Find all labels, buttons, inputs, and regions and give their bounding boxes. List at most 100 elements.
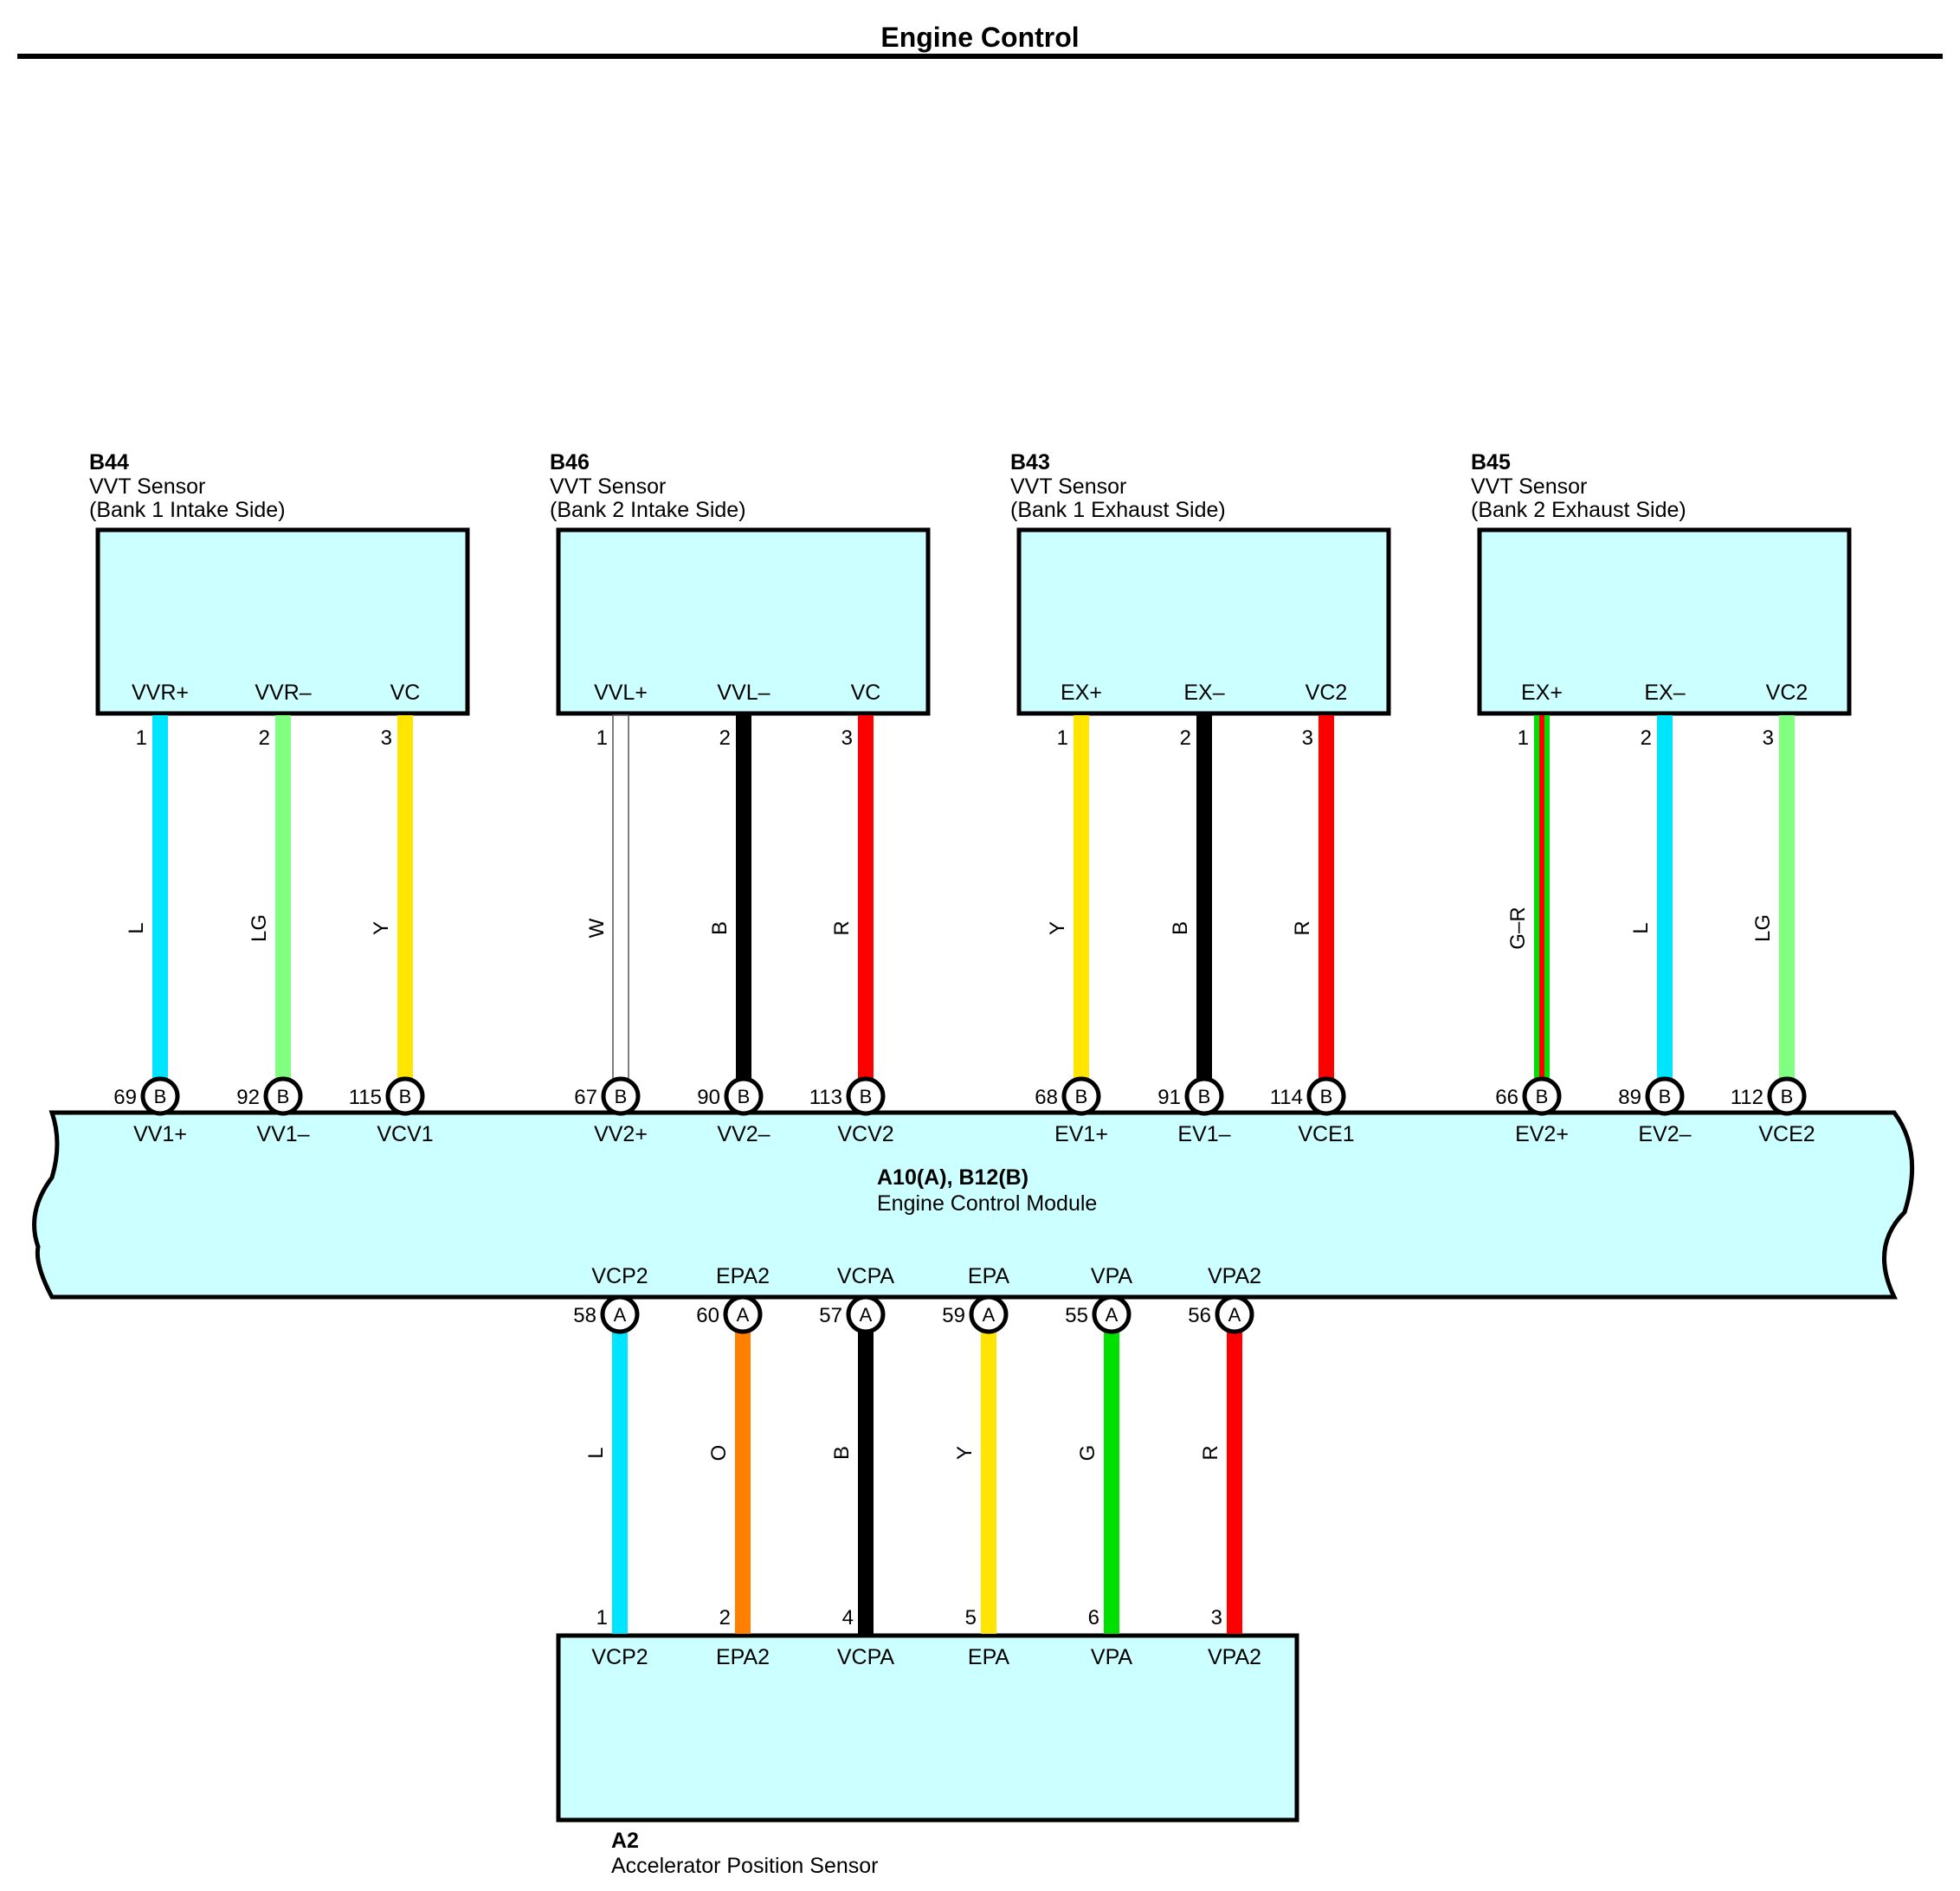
- wire-color-label: G–R: [1506, 907, 1530, 949]
- sensor-box: [95, 527, 470, 716]
- wire-vv2minus: [736, 715, 751, 1081]
- sensor-pin-number: 2: [259, 726, 270, 750]
- wire-color-label: G: [1076, 1445, 1099, 1462]
- connector-marker: [969, 1294, 1009, 1334]
- sensor-code: B46: [550, 450, 590, 474]
- connector-marker: [263, 1076, 303, 1116]
- aps-name: Accelerator Position Sensor: [611, 1854, 878, 1878]
- sensor-pin-vc2: VC2: [1306, 681, 1348, 705]
- wire-color-label: L: [125, 922, 148, 933]
- ecm-pin-number: 112: [1731, 1086, 1763, 1109]
- sensor-pin-vvrplus: VVR+: [132, 681, 189, 705]
- ecm-pin-number: 115: [349, 1086, 382, 1109]
- sensor-location: (Bank 1 Intake Side): [89, 498, 286, 522]
- connector-marker: [724, 1076, 764, 1116]
- connector-marker: [1061, 1076, 1101, 1116]
- ecm-pin-vpa2: VPA2: [1208, 1264, 1261, 1288]
- wire-vpa: [1104, 1330, 1119, 1634]
- wire-epa2: [735, 1330, 751, 1634]
- title-rule: [17, 54, 1943, 59]
- sensor-pin-number: 3: [1302, 726, 1313, 750]
- ecm-pin-number: 90: [697, 1086, 720, 1109]
- ecm-pin-vcp2: VCP2: [591, 1264, 648, 1288]
- sensor-pin-vc: VC: [390, 681, 421, 705]
- connector-letter: A: [737, 1304, 750, 1326]
- ecm-pin-number: 69: [113, 1086, 137, 1109]
- sensor-pin-vvlminus: VVL–: [717, 681, 770, 705]
- connector-letter: A: [614, 1304, 627, 1326]
- ecm-name: Engine Control Module: [877, 1191, 1097, 1216]
- sensor-location: (Bank 2 Exhaust Side): [1471, 498, 1686, 522]
- wire-vv1plus: [152, 715, 168, 1081]
- ecm-pin-vce1: VCE1: [1298, 1122, 1354, 1146]
- wire-vpa2: [1227, 1330, 1242, 1634]
- ecm-pin-number: 59: [942, 1304, 965, 1327]
- ecm-pin-vcv1: VCV1: [377, 1122, 433, 1146]
- wire-vv2plus: [612, 714, 629, 1081]
- sensor-location: (Bank 1 Exhaust Side): [1010, 498, 1226, 522]
- ecm-pin-number: 89: [1618, 1086, 1641, 1109]
- connector-marker: [846, 1294, 886, 1334]
- ecm-pin-number: 60: [696, 1304, 719, 1327]
- ecm-pin-number: 66: [1495, 1086, 1518, 1109]
- wire-color-label: L: [584, 1447, 608, 1458]
- sensor-pin-vc2: VC2: [1766, 681, 1808, 705]
- ecm-pin-ev1plus: EV1+: [1054, 1122, 1108, 1146]
- connector-letter: B: [1198, 1086, 1211, 1107]
- sensor-pin-number: 2: [1641, 726, 1652, 750]
- ecm-pin-vv1minus: VV1–: [256, 1122, 309, 1146]
- sensor-pin-number: 1: [1057, 726, 1068, 750]
- connector-letter: A: [983, 1304, 996, 1326]
- connector-marker: [1522, 1076, 1562, 1116]
- sensor-pin-number: 3: [1763, 726, 1774, 750]
- page-title: Engine Control: [880, 22, 1079, 53]
- sensor-pin-number: 2: [1180, 726, 1191, 750]
- ecm-pin-number: 91: [1157, 1086, 1181, 1109]
- ecm-pin-vcpa: VCPA: [837, 1264, 895, 1288]
- wire-color-label: O: [707, 1445, 731, 1462]
- sensor-pin-number: 5: [965, 1606, 977, 1630]
- connector-letter: B: [1781, 1086, 1794, 1107]
- sensor-name: VVT Sensor: [1010, 474, 1126, 499]
- wire-color-label: LG: [248, 914, 271, 942]
- sensor-code: B45: [1471, 450, 1511, 474]
- wire-color-label: Y: [953, 1446, 977, 1460]
- wire-color-label: R: [830, 920, 854, 935]
- ecm-pin-number: 113: [809, 1086, 842, 1109]
- ecm-pin-number: 114: [1270, 1086, 1303, 1109]
- aps-box: [556, 1633, 1299, 1823]
- aps-pin-vcp2: VCP2: [591, 1645, 648, 1669]
- wire-vcv1: [397, 715, 413, 1081]
- connector-marker: [140, 1076, 180, 1116]
- sensor-code: B44: [89, 450, 129, 474]
- connector-letter: A: [1106, 1304, 1119, 1326]
- ecm-pin-vcv2: VCV2: [837, 1122, 893, 1146]
- wire-color-label: Y: [370, 921, 393, 935]
- connector-marker: [385, 1076, 425, 1116]
- ecm-body: [32, 1110, 1915, 1300]
- sensor-pin-number: 2: [719, 726, 731, 750]
- sensor-pin-vc: VC: [851, 681, 881, 705]
- aps-pin-vpa2: VPA2: [1208, 1645, 1261, 1669]
- wire-ev1plus: [1073, 715, 1089, 1081]
- sensor-pin-exminus: EX–: [1644, 681, 1685, 705]
- ecm-pin-number: 67: [574, 1086, 597, 1109]
- connector-letter: B: [615, 1086, 628, 1107]
- connector-marker: [1767, 1076, 1807, 1116]
- wire-ev1minus: [1196, 715, 1212, 1081]
- wire-epa: [981, 1330, 996, 1634]
- sensor-box: [1477, 527, 1852, 716]
- sensor-pin-number: 3: [1211, 1606, 1222, 1630]
- connector-marker: [1092, 1294, 1132, 1334]
- ecm-pin-ev2plus: EV2+: [1515, 1122, 1569, 1146]
- connector-letter: B: [154, 1086, 167, 1107]
- sensor-pin-number: 2: [719, 1606, 731, 1630]
- wire-color-label: Y: [1046, 921, 1069, 935]
- ecm-pin-number: 58: [573, 1304, 596, 1327]
- sensor-pin-number: 1: [596, 726, 608, 750]
- connector-letter: B: [399, 1086, 412, 1107]
- sensor-name: VVT Sensor: [89, 474, 205, 499]
